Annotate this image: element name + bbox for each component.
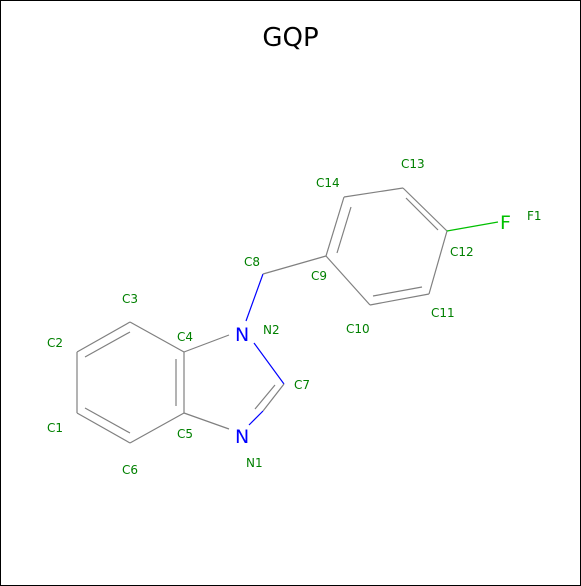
atom-label-c2: C2 [47,336,63,350]
atom-label-c8: C8 [244,255,260,269]
atom-label-c11: C11 [431,306,455,320]
benzyl-linker [245,255,327,322]
atom-label-c10: C10 [346,322,370,336]
imidazole-ring [183,334,285,430]
atom-label-c3: C3 [122,292,138,306]
atom-label-c5: C5 [177,427,193,441]
atom-label-n2: N2 [263,323,280,337]
atom-label-c13: C13 [401,157,425,171]
atom-label-c1: C1 [47,421,63,435]
atom-label-c6: C6 [122,463,138,477]
molecule-title: GQP [262,23,319,53]
atom-label-f1: F1 [527,209,542,223]
n1-atom-symbol: N [235,426,249,448]
atom-label-c7: C7 [294,378,310,392]
n2-atom-symbol: N [235,324,249,346]
atom-label-n1: N1 [246,456,263,470]
atom-label-c4: C4 [177,330,193,344]
fluorophenyl-ring [325,187,448,306]
atom-label-c14: C14 [316,176,340,190]
f1-atom-symbol: F [500,212,511,234]
atom-label-c12: C12 [450,245,474,259]
c12-f1-bond [446,221,499,232]
atom-label-c9: C9 [311,269,327,283]
benzene-ring [76,321,185,444]
